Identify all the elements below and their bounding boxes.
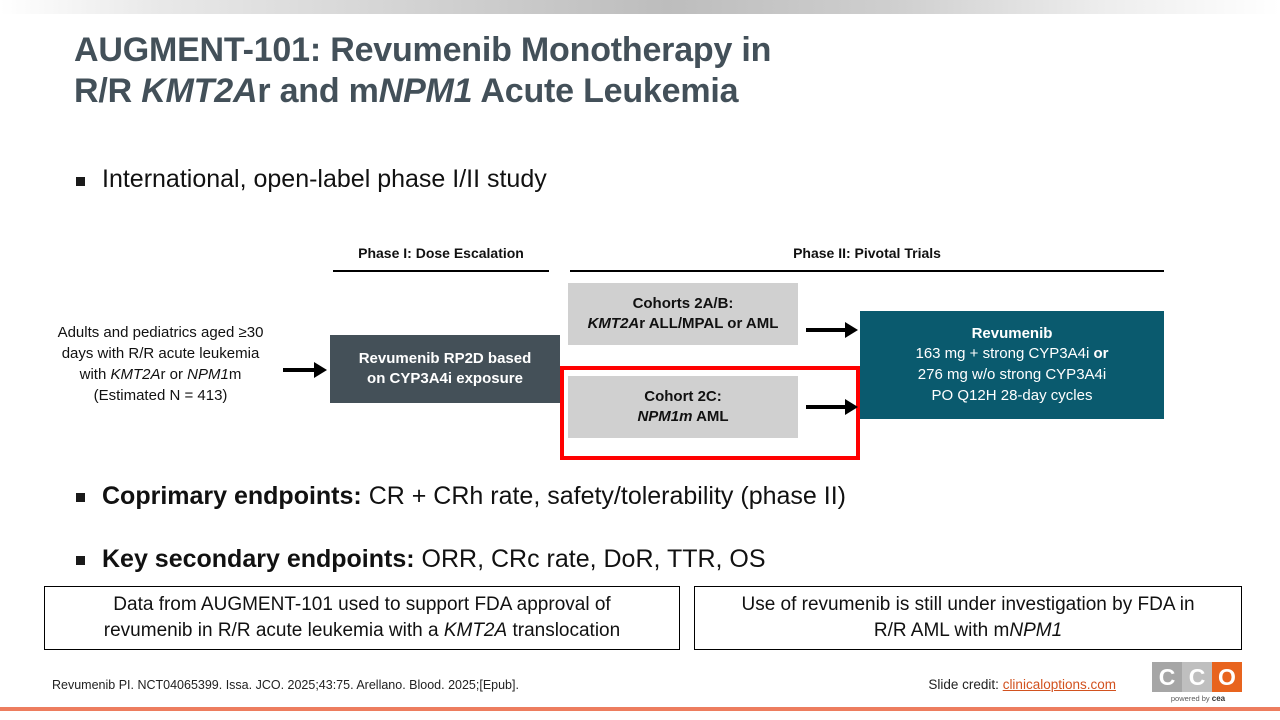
- arrow-right-icon-cohort-2ab: [806, 322, 858, 338]
- rp2d-box: Revumenib RP2D based on CYP3A4i exposure: [330, 335, 560, 403]
- cohort-2c-line-2: NPM1m AML: [637, 408, 729, 425]
- phase1-header: Phase I: Dose Escalation: [358, 245, 524, 261]
- cohort-2c-line-1: Cohort 2C:: [644, 387, 722, 405]
- bullet-square-icon: [76, 493, 85, 502]
- logo-letter-c2: C: [1182, 662, 1212, 692]
- treatment-header: Revumenib: [971, 324, 1053, 342]
- bullet-square-icon: [76, 556, 85, 565]
- study-design-bullet: International, open-label phase I/II stu…: [76, 164, 547, 194]
- patients-line-2: days with R/R acute leukemia: [61, 345, 260, 362]
- rp2d-line-1: Revumenib RP2D based: [358, 349, 532, 367]
- treatment-line-3: PO Q12H 28-day cycles: [931, 386, 1093, 404]
- secondary-endpoints-bullet: Key secondary endpoints: ORR, CRc rate, …: [76, 544, 766, 574]
- cohort-2ab-box: Cohorts 2A/B: KMT2Ar ALL/MPAL or AML: [568, 283, 798, 345]
- page-title: AUGMENT-101: Revumenib Monotherapy in R/…: [74, 30, 1134, 112]
- cohort-2c-box: Cohort 2C: NPM1m AML: [568, 376, 798, 438]
- callout-right-line-2: R/R AML with mNPM1: [873, 620, 1063, 641]
- callout-under-investigation: Use of revumenib is still under investig…: [694, 586, 1242, 650]
- callout-right-line-1: Use of revumenib is still under investig…: [741, 594, 1195, 616]
- cohort-2ab-line-1: Cohorts 2A/B:: [632, 294, 734, 312]
- logo-letter-c1: C: [1152, 662, 1182, 692]
- slide-credit: Slide credit: clinicaloptions.com: [928, 677, 1116, 692]
- coprimary-endpoints-text: Coprimary endpoints: CR + CRh rate, safe…: [102, 482, 846, 510]
- secondary-endpoints-text: Key secondary endpoints: ORR, CRc rate, …: [102, 545, 766, 573]
- phase2-divider: [570, 270, 1164, 272]
- treatment-regimen-box: Revumenib 163 mg + strong CYP3A4i or 276…: [860, 311, 1164, 419]
- phase2-header: Phase II: Pivotal Trials: [793, 245, 941, 261]
- callout-left-line-1: Data from AUGMENT-101 used to support FD…: [113, 594, 611, 616]
- top-gradient-band: [0, 0, 1280, 14]
- patients-line-1: Adults and pediatrics aged ≥30: [57, 324, 264, 341]
- callout-fda-approval: Data from AUGMENT-101 used to support FD…: [44, 586, 680, 650]
- bottom-accent-rule: [0, 707, 1280, 711]
- phase1-divider: [333, 270, 549, 272]
- patients-line-3: with KMT2Ar or NPM1m: [79, 366, 242, 383]
- coprimary-endpoints-bullet: Coprimary endpoints: CR + CRh rate, safe…: [76, 481, 846, 511]
- treatment-line-2: 276 mg w/o strong CYP3A4i: [917, 366, 1107, 383]
- cohort-2c-highlight-box: [560, 366, 860, 460]
- bullet-square-icon: [76, 177, 85, 186]
- study-design-text: International, open-label phase I/II stu…: [102, 165, 547, 193]
- patients-line-4: (Estimated N = 413): [93, 387, 228, 404]
- slide-credit-label: Slide credit:: [928, 677, 1003, 692]
- arrow-right-icon-cohort-2c: [806, 399, 858, 415]
- patient-population-text: Adults and pediatrics aged ≥30 days with…: [28, 322, 293, 406]
- rp2d-line-2: on CYP3A4i exposure: [367, 370, 523, 387]
- title-line-2: R/R KMT2Ar and mNPM1 Acute Leukemia: [74, 71, 739, 110]
- cco-logo: C C O powered by cea: [1152, 662, 1244, 703]
- clinicaloptions-link[interactable]: clinicaloptions.com: [1002, 677, 1116, 692]
- arrow-right-icon-enrollment: [283, 362, 327, 378]
- cohort-2ab-line-2: KMT2Ar ALL/MPAL or AML: [587, 315, 779, 332]
- treatment-line-1: 163 mg + strong CYP3A4i or: [915, 345, 1109, 363]
- title-line-1: AUGMENT-101: Revumenib Monotherapy in: [74, 31, 772, 69]
- callout-left-line-2: revumenib in R/R acute leukemia with a K…: [103, 620, 621, 641]
- logo-letter-o: O: [1212, 662, 1242, 692]
- citation-text: Revumenib PI. NCT04065399. Issa. JCO. 20…: [52, 678, 519, 692]
- logo-tagline: powered by cea: [1170, 694, 1226, 703]
